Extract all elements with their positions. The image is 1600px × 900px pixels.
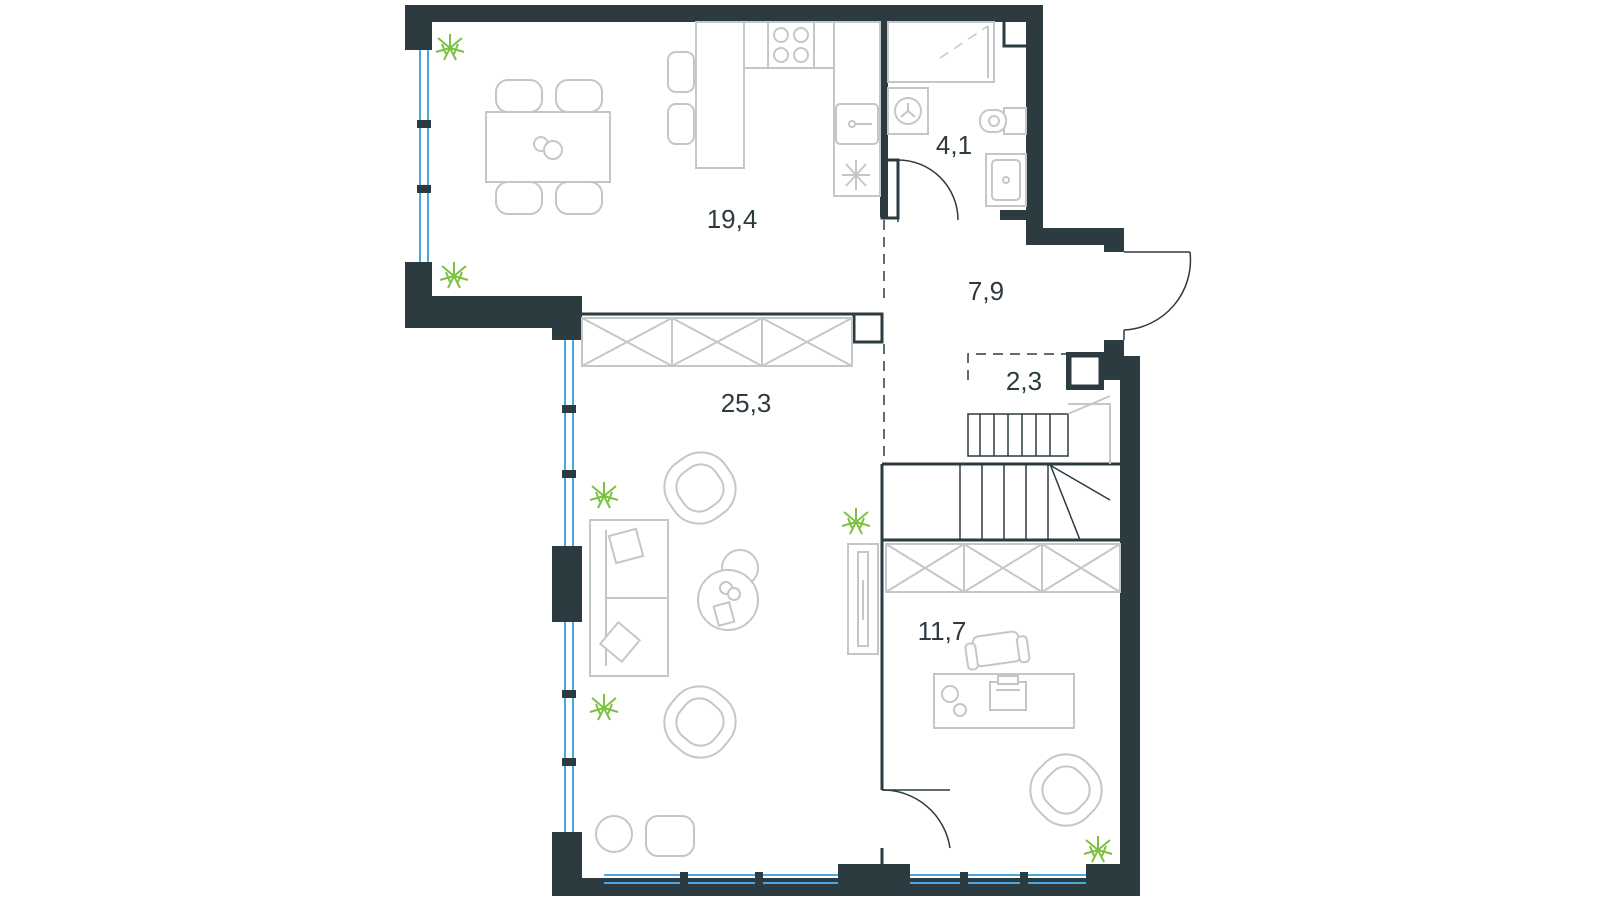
kitchen-furniture	[485, 21, 881, 215]
staircase	[959, 395, 1111, 541]
windows	[417, 50, 1086, 886]
bathroom-furniture	[887, 21, 1027, 207]
area-label-storage: 2,3	[1006, 366, 1042, 396]
wardrobe-bedroom	[885, 543, 1121, 593]
interior-walls	[582, 5, 1124, 866]
plant-icon	[589, 694, 619, 721]
room-labels: 19,4 4,1 7,9 2,3 25,3 11,7	[707, 130, 1042, 646]
doors	[881, 159, 1192, 849]
area-label-living: 25,3	[721, 388, 772, 418]
zone-dividers	[883, 220, 1066, 462]
bedroom-furniture	[933, 630, 1103, 827]
area-label-bedroom: 11,7	[918, 616, 967, 646]
plant-icon	[439, 262, 469, 289]
area-label-bathroom: 4,1	[936, 130, 972, 160]
plant-icon	[841, 508, 871, 535]
plant-icon	[589, 482, 619, 509]
living-furniture	[589, 451, 879, 857]
area-label-kitchen: 19,4	[707, 204, 758, 234]
area-label-hall: 7,9	[968, 276, 1004, 306]
plant-icon	[435, 34, 465, 61]
plant-icon	[1083, 836, 1113, 863]
wardrobe-living	[581, 317, 853, 367]
plants	[435, 34, 1113, 863]
